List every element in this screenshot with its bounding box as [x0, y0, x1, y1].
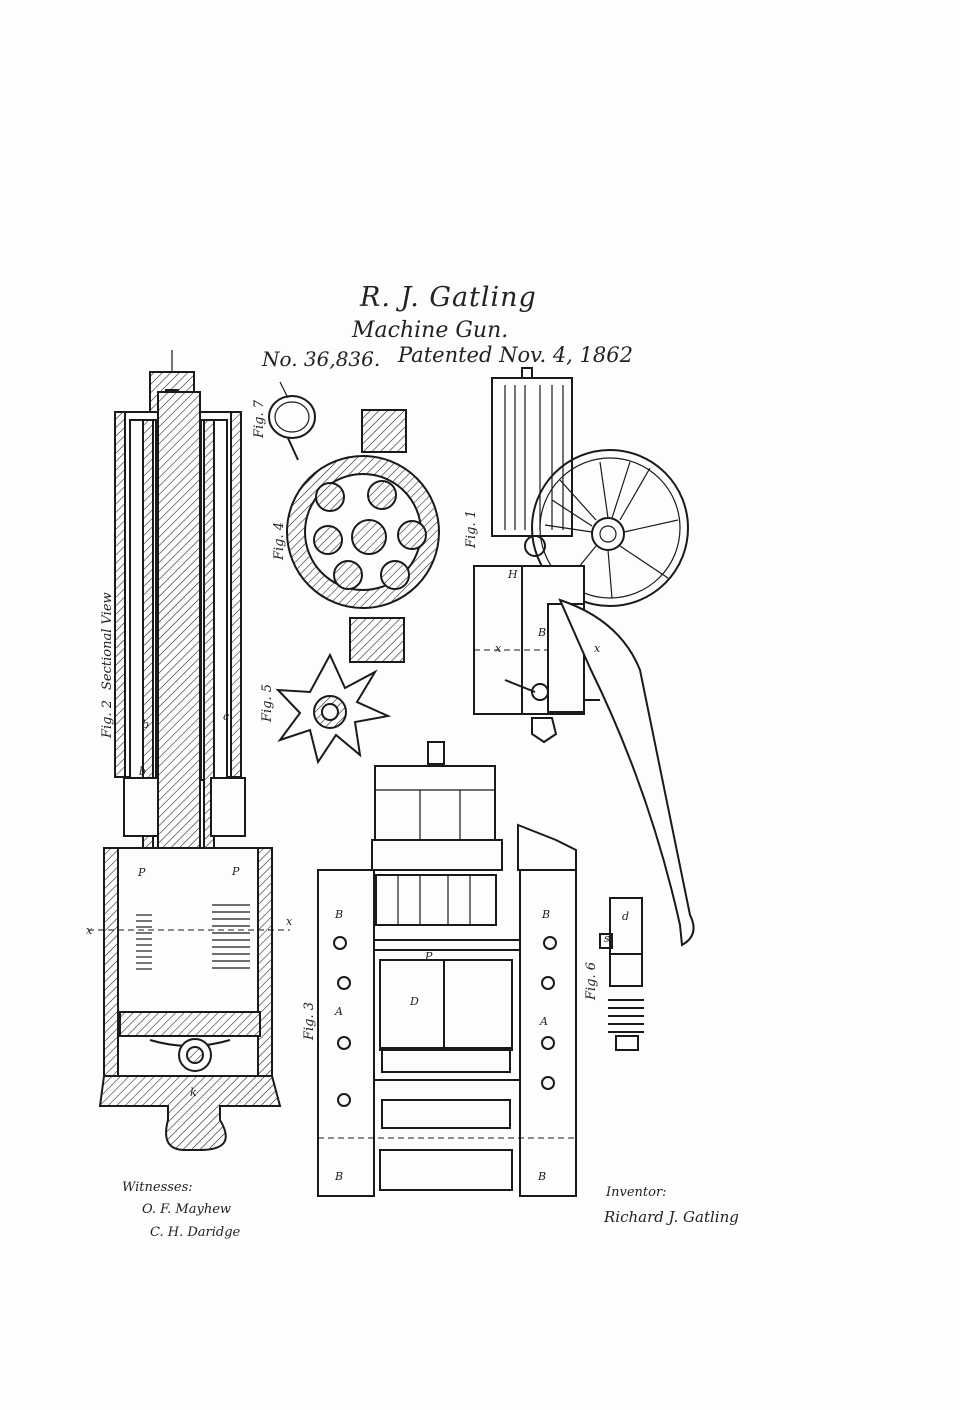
svg-text:c: c [223, 710, 229, 723]
svg-text:x: x [286, 915, 293, 928]
figure-6-part: d s [599, 897, 644, 1051]
svg-text:s: s [604, 932, 610, 945]
patent-number: No. 36,836. [262, 347, 381, 371]
inventor-signature: Richard J. Gatling [604, 1208, 739, 1226]
fig4-label: Fig. 4 [272, 521, 287, 560]
svg-text:P: P [231, 865, 240, 878]
fig1-label: Fig. 1 [464, 509, 479, 548]
svg-text:k: k [190, 1086, 197, 1099]
fig5-label: Fig. 5 [260, 683, 275, 722]
svg-text:B: B [537, 1170, 546, 1183]
fig3-label: Fig. 3 [302, 1001, 317, 1040]
svg-text:B: B [334, 1170, 343, 1183]
svg-text:P: P [137, 866, 146, 879]
svg-text:x: x [495, 642, 502, 655]
svg-text:d: d [622, 910, 629, 923]
figure-3-plan-view: B B B B D P A A [317, 741, 577, 1197]
svg-text:x: x [594, 642, 601, 655]
figure-1-side-elevation: H B x x [473, 367, 695, 947]
svg-text:A: A [334, 1005, 343, 1018]
figure-7-ring [268, 381, 316, 461]
fig7-label: Fig. 7 [252, 399, 267, 438]
fig2-caption: Sectional View [100, 592, 115, 690]
svg-text:A: A [539, 1015, 548, 1028]
svg-text:D: D [409, 995, 419, 1008]
svg-text:b: b [142, 718, 149, 731]
witness-name-1: O. F. Mayhew [142, 1202, 232, 1217]
svg-text:B: B [334, 908, 343, 921]
figure-2-sectional-view: x x k b c b P P [86, 350, 293, 1151]
witness-name-2: C. H. Daridge [150, 1225, 241, 1240]
svg-text:B: B [541, 908, 550, 921]
figure-5-star-wheel [275, 652, 392, 765]
patent-subtitle: Machine Gun. [352, 318, 509, 343]
fig6-label: Fig. 6 [584, 961, 599, 1000]
fig2-label: Fig. 2 [100, 699, 115, 738]
patent-title: R. J. Gatling [360, 282, 537, 313]
svg-text:H: H [507, 568, 518, 581]
patent-date: Patented Nov. 4, 1862 [398, 343, 633, 367]
figure-4-cross-section [286, 409, 440, 663]
witnesses-label: Witnesses: [122, 1180, 193, 1195]
inventor-label: Inventor: [606, 1185, 667, 1200]
svg-text:x: x [86, 924, 93, 937]
svg-text:P: P [424, 950, 433, 963]
svg-text:b: b [139, 765, 146, 778]
svg-text:B: B [537, 626, 546, 639]
